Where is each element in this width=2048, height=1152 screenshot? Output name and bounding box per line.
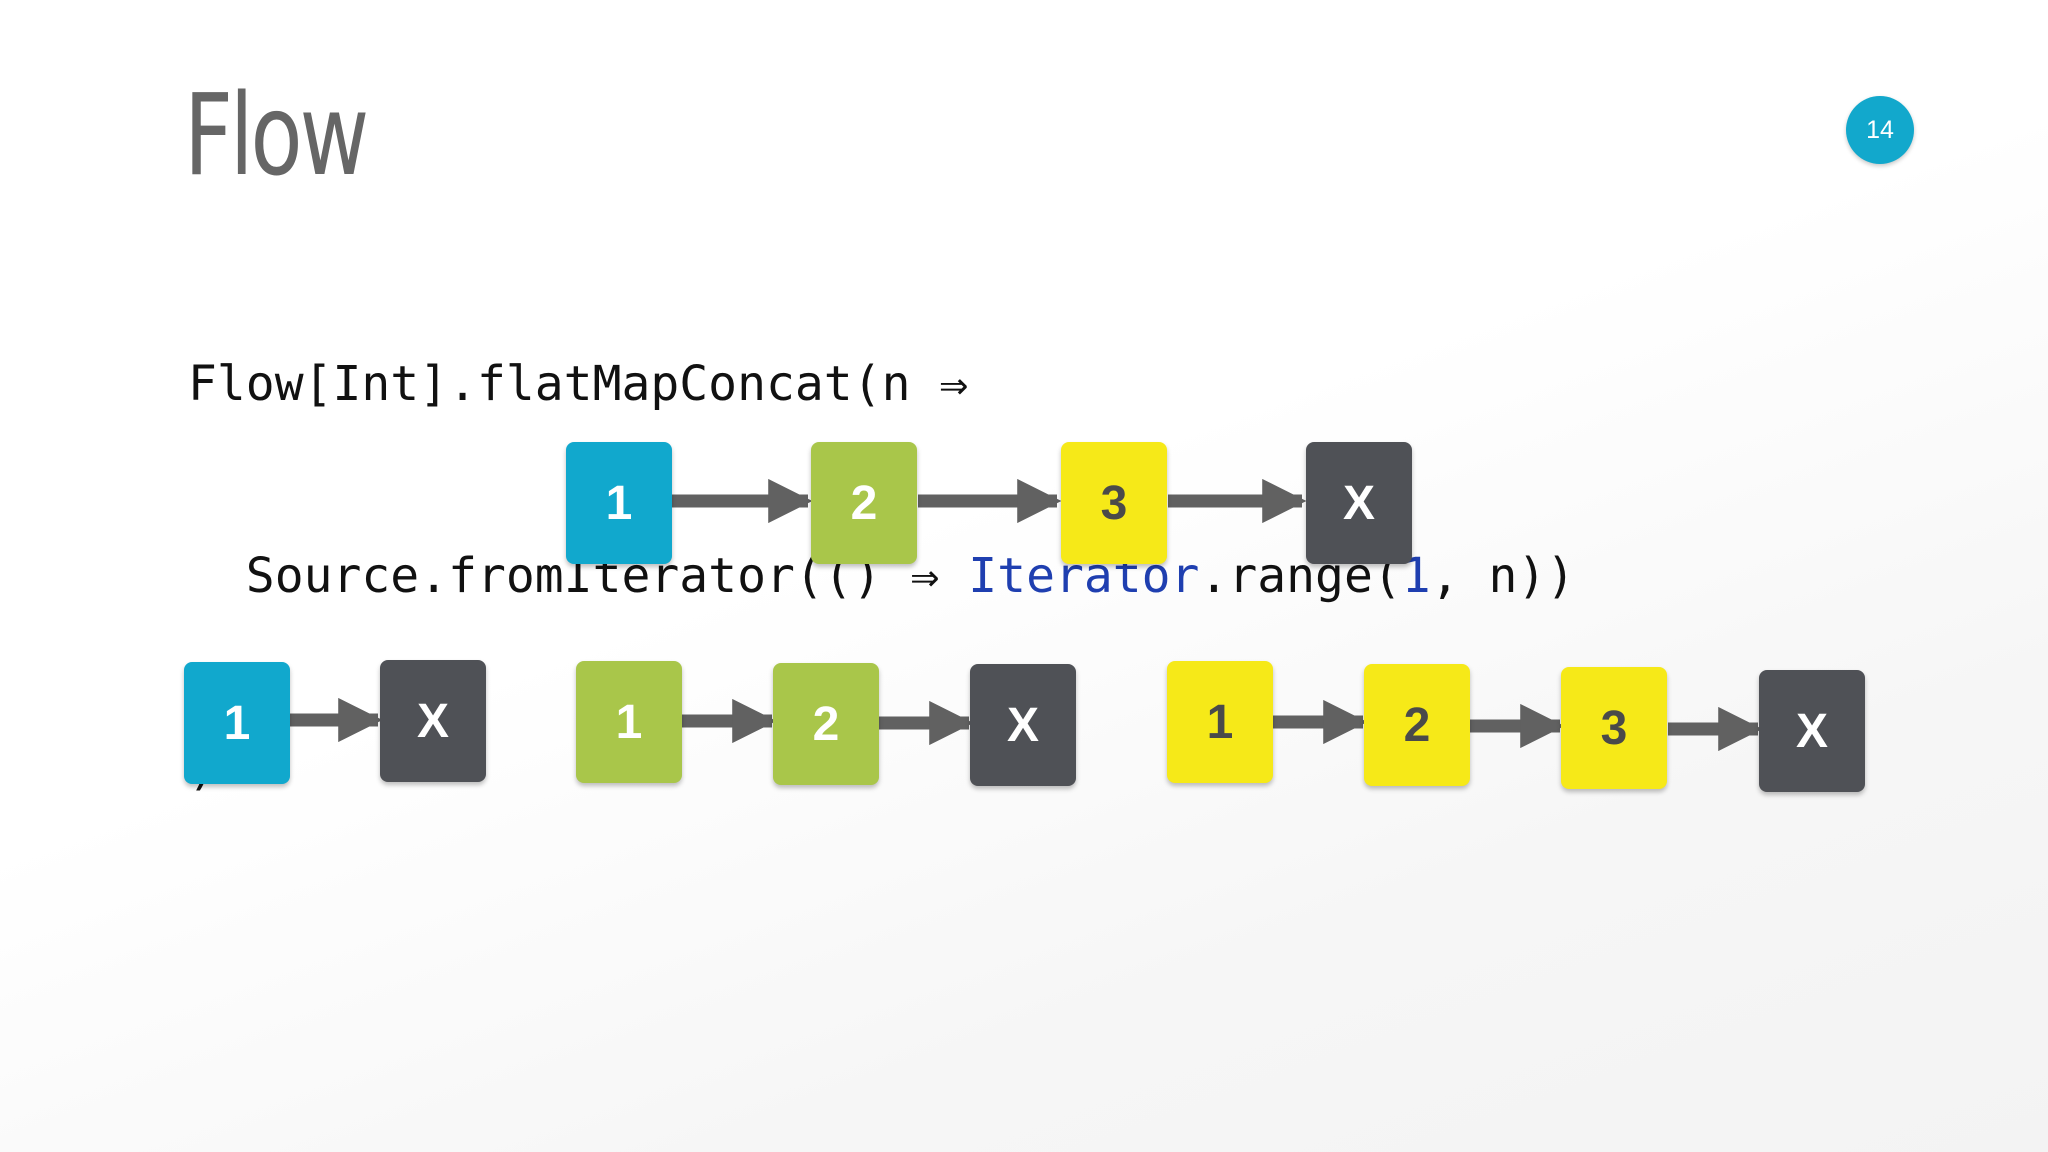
sub3-element-1: 1 <box>1167 661 1273 783</box>
top-element-2: 2 <box>811 442 917 564</box>
sub3-element-2: 2 <box>1364 664 1470 786</box>
sub2-element-1: 1 <box>576 661 682 783</box>
top-element-1: 1 <box>566 442 672 564</box>
code-line-1: Flow[Int].flatMapConcat(n ⇒ <box>188 356 969 412</box>
sub1-element-1: 1 <box>184 662 290 784</box>
sub3-element-3: 3 <box>1561 667 1667 789</box>
sub1-complete-marker: X <box>380 660 486 782</box>
code-line-2-prefix: Source.fromIterator(() ⇒ <box>188 548 969 604</box>
code-line-2-suffix: , n)) <box>1430 548 1576 604</box>
sub3-complete-marker: X <box>1759 670 1865 792</box>
top-complete-marker: X <box>1306 442 1412 564</box>
slide-title: Flow <box>184 71 369 201</box>
top-element-3: 3 <box>1061 442 1167 564</box>
code-block: Flow[Int].flatMapConcat(n ⇒ Source.fromI… <box>188 224 1575 864</box>
page-number-badge: 14 <box>1846 96 1914 164</box>
sub2-complete-marker: X <box>970 664 1076 786</box>
sub2-element-2: 2 <box>773 663 879 785</box>
